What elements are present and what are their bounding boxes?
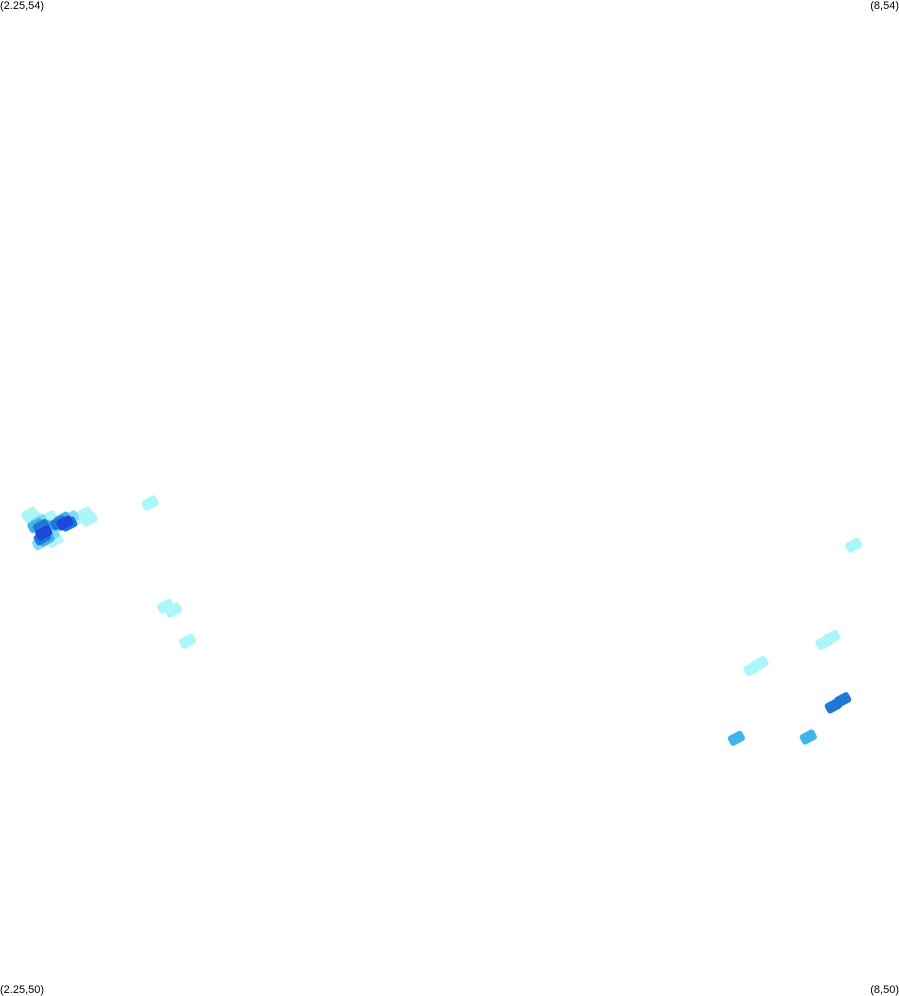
corner-label-bottom-left: (2.25,50)	[0, 984, 45, 996]
precip-cell	[751, 656, 769, 672]
precip-cell	[834, 692, 852, 708]
precip-cell	[80, 511, 98, 527]
corner-label-top-left: (2.25,54)	[0, 0, 45, 12]
east-patches	[727, 537, 863, 746]
corner-label-bottom-right: (8,50)	[870, 984, 899, 996]
precip-cell	[179, 633, 197, 649]
precip-cell	[799, 729, 817, 745]
precip-cell	[823, 629, 841, 645]
precip-cell	[164, 602, 183, 618]
corner-label-top-right: (8,54)	[870, 0, 899, 12]
precip-cell	[845, 537, 863, 553]
precip-cell	[727, 730, 745, 746]
west-patches	[141, 495, 197, 649]
precip-cell	[141, 495, 159, 511]
precip-cell	[56, 515, 74, 531]
west-cluster	[21, 506, 98, 551]
precip-cell	[35, 525, 53, 541]
